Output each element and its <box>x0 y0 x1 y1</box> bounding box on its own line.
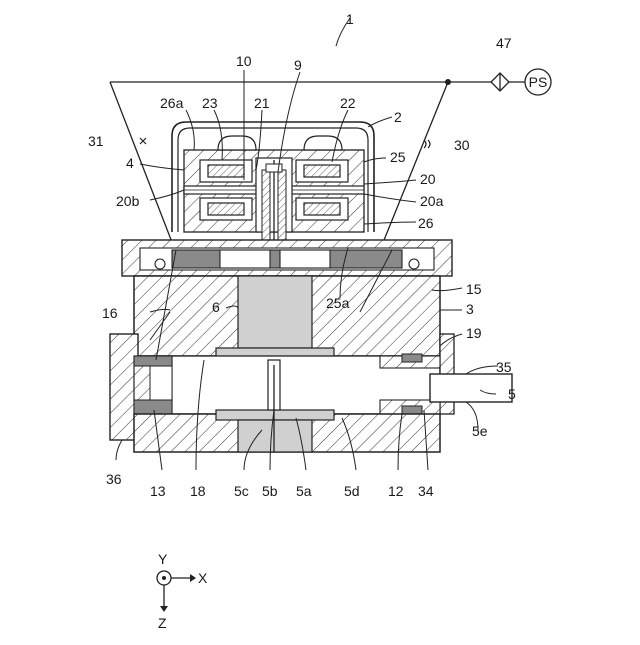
label-20a: 20a <box>420 193 444 209</box>
label-26a: 26a <box>160 95 184 111</box>
label-6: 6 <box>212 299 220 315</box>
axis-indicator: Y X Z <box>157 551 208 631</box>
axis-z-label: Z <box>158 615 167 631</box>
label-5c: 5c <box>234 483 249 499</box>
label-36: 36 <box>106 471 122 487</box>
label-25: 25 <box>390 149 406 165</box>
label-5b: 5b <box>262 483 278 499</box>
label-10: 10 <box>236 53 252 69</box>
power-supply-label: PS <box>529 74 548 90</box>
connector-diamond-icon <box>491 73 509 91</box>
label-23: 23 <box>202 95 218 111</box>
label-5: 5 <box>508 386 516 402</box>
label-1: 1 <box>346 11 354 27</box>
label-20: 20 <box>420 171 436 187</box>
label-13: 13 <box>150 483 166 499</box>
axis-y-label: Y <box>158 551 168 567</box>
label-5a: 5a <box>296 483 312 499</box>
label-31: 31 <box>88 133 104 149</box>
label-16: 16 <box>102 305 118 321</box>
label-21: 21 <box>254 95 270 111</box>
label-4: 4 <box>126 155 134 171</box>
label-15: 15 <box>466 281 482 297</box>
element-6 <box>238 276 312 348</box>
label-9: 9 <box>294 57 302 73</box>
label-3: 3 <box>466 301 474 317</box>
label-47: 47 <box>496 35 512 51</box>
junction-dot <box>445 79 451 85</box>
label-2: 2 <box>394 109 402 125</box>
label-20b: 20b <box>116 193 140 209</box>
label-35: 35 <box>496 359 512 375</box>
plate-5 <box>430 374 512 402</box>
label-18: 18 <box>190 483 206 499</box>
power-supply-symbol: PS <box>525 69 551 95</box>
axis-x-label: X <box>198 570 208 586</box>
label-12: 12 <box>388 483 404 499</box>
label-5e: 5e <box>472 423 488 439</box>
label-5d: 5d <box>344 483 360 499</box>
label-22: 22 <box>340 95 356 111</box>
label-26: 26 <box>418 215 434 231</box>
label-34: 34 <box>418 483 434 499</box>
label-19: 19 <box>466 325 482 341</box>
label-30: 30 <box>454 137 470 153</box>
label-25a: 25a <box>326 295 350 311</box>
